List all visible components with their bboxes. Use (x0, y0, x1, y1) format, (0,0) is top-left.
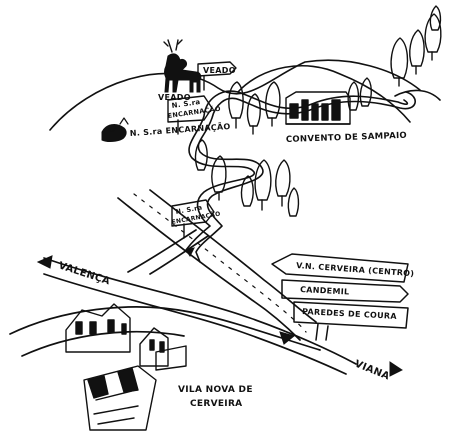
signpost-line-3: PAREDES DE COURA (302, 307, 398, 321)
encarnacao-sign-top (167, 95, 213, 135)
label-encarnacao-top-1: N. S.ra (171, 98, 201, 110)
chapel-icon (101, 117, 129, 142)
convent-icon (285, 91, 351, 125)
signpost (271, 253, 409, 341)
town-icon (65, 303, 187, 431)
signpost-line-2: CANDEMIL (300, 285, 350, 297)
winding-road (185, 90, 416, 263)
veado-sign (197, 61, 237, 91)
label-viana: VIANA (353, 359, 391, 383)
label-vila-nova-1: VILA NOVA DE (178, 385, 253, 395)
label-valenca: VALENÇA (57, 260, 111, 287)
label-convento: CONVENTO DE SAMPAIO (286, 131, 407, 145)
deer-icon (163, 39, 202, 93)
arrow-icon (36, 247, 403, 377)
trees-middle (194, 77, 372, 217)
hills (49, 59, 441, 131)
label-veado-sign: VEADO (203, 66, 236, 75)
trees-top-right (390, 5, 442, 87)
main-roads (9, 189, 357, 375)
label-vila-nova-2: CERVEIRA (190, 399, 242, 409)
label-veado: VEADO (158, 93, 191, 102)
encarnacao-sign-middle (171, 199, 215, 239)
label-encarnacao-chapel: N. S.ra ENCARNAÇÃO (129, 121, 230, 138)
